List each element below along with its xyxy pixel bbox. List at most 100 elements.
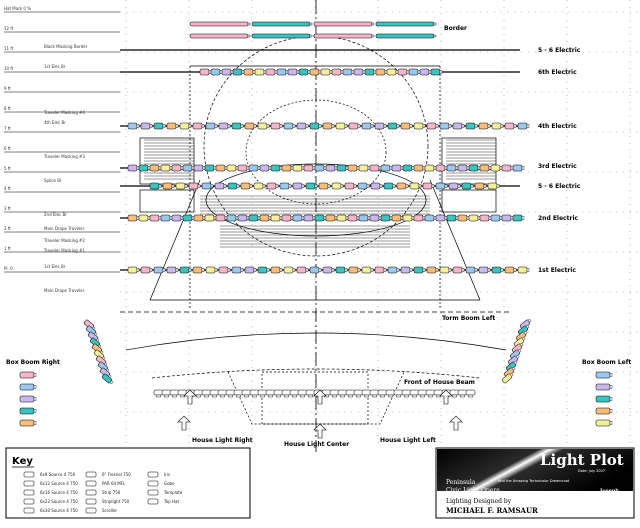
lighting-fixture xyxy=(449,389,460,398)
lighting-fixture xyxy=(325,214,338,222)
lighting-fixture xyxy=(225,389,236,398)
house-light-center-label: House Light Center xyxy=(284,441,349,448)
lighting-fixture xyxy=(504,122,517,130)
lighting-fixture xyxy=(259,164,272,172)
company-line-1: Peninsula xyxy=(446,479,476,486)
lighting-fixture xyxy=(383,182,396,190)
lighting-fixture xyxy=(595,371,613,379)
lighting-fixture xyxy=(452,266,465,274)
lighting-fixture xyxy=(171,214,184,222)
lighting-fixture xyxy=(413,164,426,172)
box-boom-left-label: Box Boom Left xyxy=(582,359,631,366)
lighting-fixture xyxy=(309,68,322,76)
key-item: 6x9 Source 4 750 xyxy=(23,471,76,478)
lighting-fixture xyxy=(509,348,522,360)
fixtures-layer xyxy=(19,21,613,439)
electric-label: 4th Electric xyxy=(538,123,577,130)
lighting-fixture xyxy=(140,266,153,274)
lighting-fixture xyxy=(595,419,613,427)
lighting-fixture xyxy=(205,122,218,130)
lighting-fixture xyxy=(160,214,173,222)
house-light-right-label: House Light Right xyxy=(192,437,253,444)
scale-label: 11 ft xyxy=(4,46,14,51)
lighting-fixture xyxy=(517,122,530,130)
lighting-fixture xyxy=(303,214,316,222)
lighting-fixture xyxy=(490,164,503,172)
lighting-fixture xyxy=(19,419,37,427)
lighting-fixture xyxy=(478,266,491,274)
key-item: 6x12 Source 4 750 xyxy=(23,480,78,487)
lighting-fixture xyxy=(439,122,452,130)
lighting-fixture xyxy=(457,214,470,222)
lighting-fixture xyxy=(189,21,251,27)
key-item-label: Strip 750 xyxy=(102,490,121,495)
lighting-fixture xyxy=(166,266,179,274)
box-boom-right-label: Box Boom Right xyxy=(6,359,60,366)
lighting-fixture xyxy=(188,182,201,190)
title-block: Light Plot Date: July 2007 And the Amazi… xyxy=(435,447,635,519)
lighting-fixture xyxy=(97,361,110,373)
pipe-note: Traveler Masking #2 xyxy=(43,238,85,243)
lighting-fixture xyxy=(335,266,348,274)
lighting-fixture xyxy=(259,214,272,222)
key-item: Gobo xyxy=(147,480,175,487)
lighting-fixture xyxy=(446,214,459,222)
key-title: Key xyxy=(12,456,33,467)
lighting-fixture xyxy=(501,164,514,172)
scale-label: 6 ft xyxy=(4,146,11,151)
lighting-fixture xyxy=(265,68,278,76)
lighting-fixture xyxy=(189,33,251,39)
lighting-fixture xyxy=(292,164,305,172)
lighting-fixture xyxy=(487,182,500,190)
lighting-fixture xyxy=(504,266,517,274)
key-item: Scroller xyxy=(85,507,117,514)
lighting-fixture xyxy=(408,68,421,76)
lighting-fixture xyxy=(244,266,257,274)
lighting-fixture xyxy=(393,389,404,398)
lighting-fixture xyxy=(292,182,305,190)
lighting-fixture xyxy=(237,164,250,172)
lighting-fixture xyxy=(331,182,344,190)
lighting-fixture xyxy=(377,389,388,398)
key-item-label: 6x30 Source 4 750 xyxy=(40,508,78,513)
pipe-note: Main Drape Traveler xyxy=(44,226,85,231)
lighting-fixture xyxy=(19,407,37,415)
lighting-fixture xyxy=(257,122,270,130)
lighting-fixture xyxy=(370,182,383,190)
lighting-fixture xyxy=(231,266,244,274)
lighting-fixture xyxy=(231,122,244,130)
lighting-fixture xyxy=(232,68,245,76)
lighting-fixture xyxy=(353,68,366,76)
lighting-fixture xyxy=(465,389,476,398)
lighting-fixture xyxy=(465,122,478,130)
lighting-fixture xyxy=(397,68,410,76)
lighting-fixture xyxy=(369,164,382,172)
lighting-fixture xyxy=(391,214,404,222)
lighting-fixture xyxy=(313,33,375,39)
lighting-fixture xyxy=(309,122,322,130)
lighting-fixture xyxy=(375,68,388,76)
lighting-fixture xyxy=(400,122,413,130)
pipe-note: 4th Elec Br xyxy=(44,120,66,125)
key-item: Template xyxy=(147,489,183,496)
lighting-fixture xyxy=(248,164,261,172)
lighting-fixture xyxy=(452,122,465,130)
lighting-fixture xyxy=(153,266,166,274)
lighting-fixture xyxy=(348,266,361,274)
lighting-fixture xyxy=(210,68,223,76)
lighting-fixture xyxy=(479,164,492,172)
lighting-fixture xyxy=(254,68,267,76)
lighting-fixture xyxy=(270,122,283,130)
lighting-fixture xyxy=(386,68,399,76)
lighting-fixture xyxy=(127,164,140,172)
lighting-fixture xyxy=(468,214,481,222)
lighting-fixture xyxy=(127,266,140,274)
lighting-fixture xyxy=(149,182,162,190)
lighting-fixture xyxy=(595,383,613,391)
lighting-fixture xyxy=(257,389,268,398)
lighting-fixture xyxy=(201,389,212,398)
electric-label: 5 - 6 Electric xyxy=(538,47,581,54)
lighting-fixture xyxy=(361,266,374,274)
